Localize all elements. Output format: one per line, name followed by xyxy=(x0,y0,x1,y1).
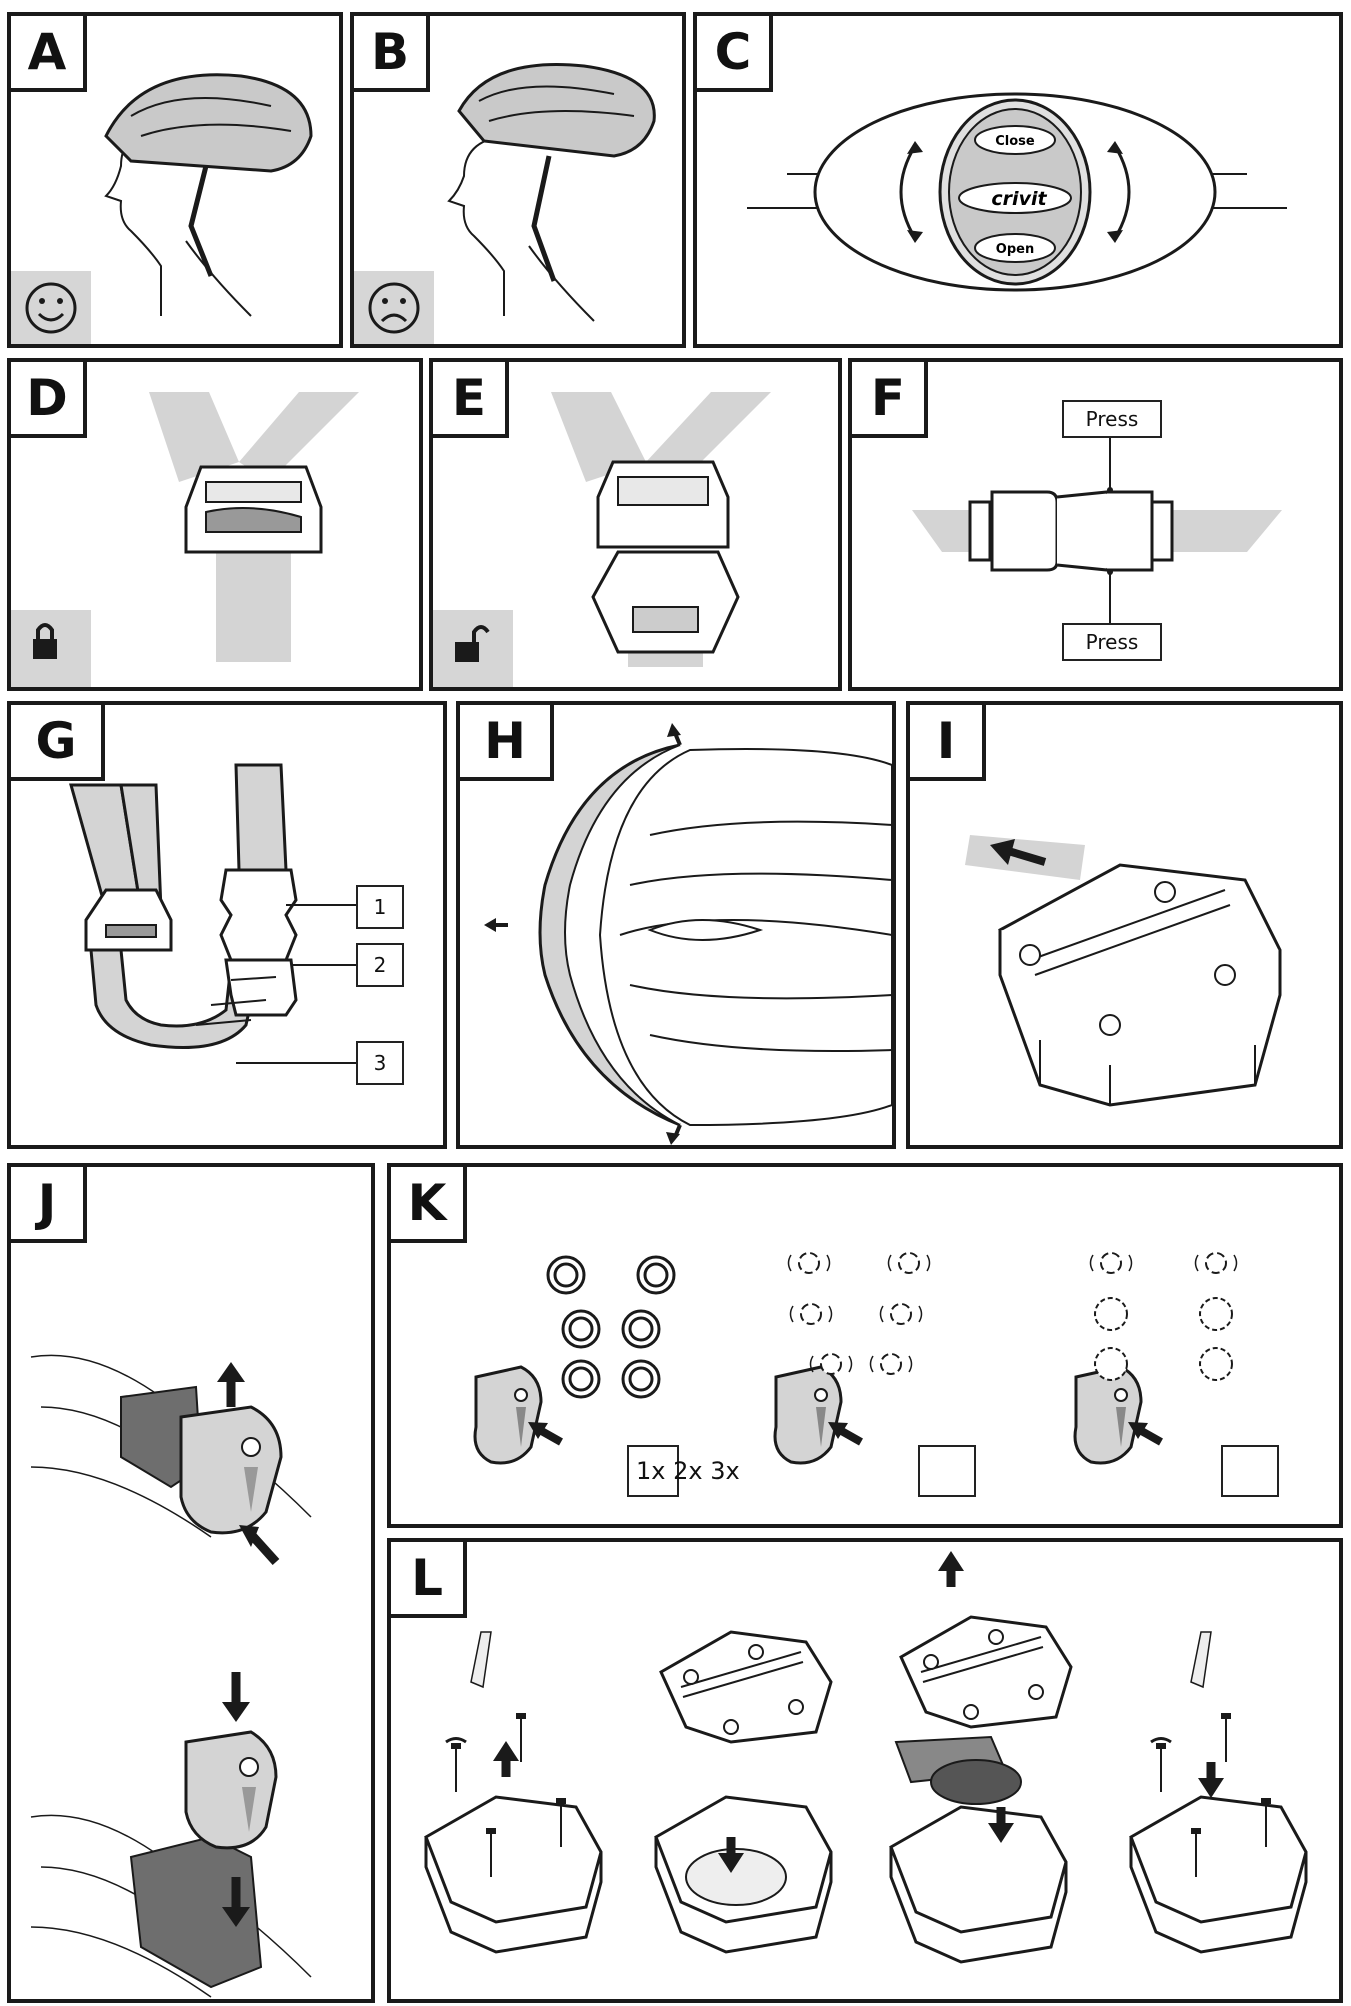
lock-open-icon xyxy=(455,625,490,662)
flashing-light-icon xyxy=(890,1303,912,1325)
strap-divider-unlocked-illustration xyxy=(433,392,771,687)
panel-j-label: J xyxy=(7,1163,87,1243)
light-unit xyxy=(473,1365,543,1465)
panel-i-label: I xyxy=(906,701,986,781)
panel-d-label: D xyxy=(7,358,87,438)
flashing-light-icon xyxy=(898,1252,920,1274)
flashing-light-icon xyxy=(880,1353,902,1375)
panel-i: I xyxy=(906,701,1343,1149)
lock-closed-icon xyxy=(33,623,57,659)
helmet-correct-fit-illustration xyxy=(11,73,313,344)
screwdriver-icon xyxy=(470,1631,492,1689)
panel-h-label: H xyxy=(456,701,554,781)
panel-a: A xyxy=(7,12,343,348)
panel-c-label: C xyxy=(693,12,773,92)
light-tab-removal-illustration xyxy=(965,835,1282,1107)
light-unit xyxy=(1073,1365,1143,1465)
adjustment-dial-illustration: Close crivit Open xyxy=(747,92,1287,292)
press-label-bottom: Press xyxy=(1062,623,1162,661)
light-unit xyxy=(773,1365,843,1465)
panel-b: B xyxy=(350,12,686,348)
panel-f: Press Press F xyxy=(848,358,1343,691)
dimmed-light-icon xyxy=(1094,1297,1128,1331)
panel-b-label: B xyxy=(350,12,430,92)
flashing-light-icon xyxy=(800,1303,822,1325)
flashing-light-icon xyxy=(820,1353,842,1375)
panel-g-label: G xyxy=(7,701,105,781)
dial-close-label: Close xyxy=(995,134,1035,149)
smile-icon xyxy=(25,282,77,334)
panel-f-label: F xyxy=(848,358,928,438)
helmet-wrong-fit-illustration xyxy=(354,62,656,344)
dimmed-light-icon xyxy=(1199,1347,1233,1381)
panel-h: H xyxy=(456,701,896,1149)
panel-k-label: K xyxy=(387,1163,467,1243)
flashing-light-icon xyxy=(798,1252,820,1274)
light-cover xyxy=(899,1615,1073,1729)
panel-j: J xyxy=(7,1163,375,2003)
frown-icon xyxy=(368,282,420,334)
dimmed-light-icon xyxy=(1094,1347,1128,1381)
light-cover xyxy=(659,1630,833,1744)
strap-buckle-parts-illustration xyxy=(69,763,356,1064)
mode-box-3 xyxy=(1221,1445,1279,1497)
callout-1: 1 xyxy=(356,885,404,929)
panel-g: 1 2 3 G xyxy=(7,701,447,1149)
buckle-release-illustration xyxy=(912,437,1282,625)
dial-open-label: Open xyxy=(996,242,1034,257)
panel-e-label: E xyxy=(429,358,509,438)
callout-2: 2 xyxy=(356,943,404,987)
coin-battery-icon xyxy=(930,1759,1022,1805)
mode-box-1 xyxy=(627,1445,679,1497)
screwdriver-icon xyxy=(1190,1631,1212,1689)
light-attach-detach-illustration xyxy=(30,1354,312,1998)
panel-l: L xyxy=(387,1538,1343,2003)
dial-brand-label: crivit xyxy=(991,188,1047,210)
helmet-visor-removal-illustration xyxy=(484,723,892,1145)
callout-3: 3 xyxy=(356,1041,404,1085)
light-base xyxy=(1129,1795,1308,1924)
panel-c: Close crivit Open C xyxy=(693,12,1343,348)
panel-l-label: L xyxy=(387,1538,467,1618)
light-modes-illustration xyxy=(473,1252,1238,1465)
light-base xyxy=(889,1805,1068,1934)
panel-k: 1x 2x 3x K xyxy=(387,1163,1343,1528)
dimmed-light-icon xyxy=(1199,1297,1233,1331)
mode-box-2 xyxy=(918,1445,976,1497)
strap-divider-locked-illustration xyxy=(11,392,359,687)
light-base xyxy=(424,1795,603,1924)
battery-replacement-illustration xyxy=(424,1551,1308,1964)
flashing-light-icon xyxy=(1205,1252,1227,1274)
flashing-light-icon xyxy=(1100,1252,1122,1274)
panel-e: E xyxy=(429,358,842,691)
press-count-label: 1x 2x 3x xyxy=(636,1457,740,1485)
panel-a-label: A xyxy=(7,12,87,92)
press-label-top: Press xyxy=(1062,400,1162,438)
panel-d: D xyxy=(7,358,423,691)
